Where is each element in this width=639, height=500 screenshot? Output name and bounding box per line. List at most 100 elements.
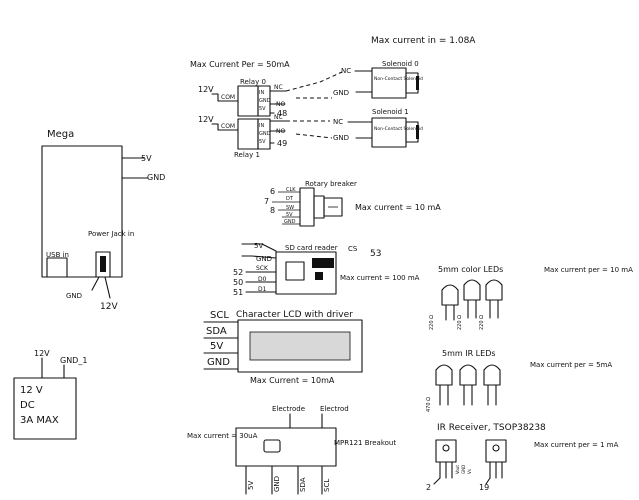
ir-leds: 5mm IR LEDs Max current per = 5mA 470 Ω <box>426 349 612 412</box>
solenoid1-nc: NC <box>333 118 343 126</box>
color-led-r2: 220 Ω <box>457 315 463 330</box>
rotary-pin7: 7 <box>264 197 269 206</box>
lcd-sda: SDA <box>206 326 227 337</box>
color-led-r3: 220 Ω <box>479 315 485 330</box>
ir-receiver-2-dome <box>492 444 500 452</box>
relay1-header <box>257 118 271 150</box>
mega-gnd-jack-label: GND <box>66 292 82 300</box>
solenoids: Max current in = 1.08A Solenoid 0 NC GND… <box>285 36 476 148</box>
rotary-pin8: 8 <box>270 206 275 215</box>
mpr121-electrode1: Electrode <box>272 405 305 413</box>
usb-label: USB in <box>46 251 69 259</box>
rotary-gnd: GND <box>284 219 296 225</box>
solenoid0-box-text: Non-Contact Solenoid <box>374 76 423 82</box>
sd-cs: CS <box>348 245 358 253</box>
mpr121-chip <box>263 439 281 453</box>
ir-led-1-legs <box>439 384 449 406</box>
relay0-5v: 5V <box>259 106 266 112</box>
supply-12v-label: 12V <box>34 349 50 358</box>
relay-module: Max Current Per = 50mA Relay 0 IN GND 5V… <box>190 60 290 159</box>
sd-pin51: 51 <box>233 288 243 297</box>
color-led-r1: 220 Ω <box>429 315 435 330</box>
sd-gnd-wire <box>241 255 277 259</box>
color-leds: 5mm color LEDs Max current per = 10 mA 2… <box>429 265 633 330</box>
ir-receiver-vs: Vs <box>467 469 472 474</box>
rotary-sw: SW <box>286 205 294 211</box>
mega-5v-label: 5V <box>141 154 152 163</box>
supply-rating-1: 12 V <box>20 385 43 396</box>
ir-led-3 <box>483 364 501 386</box>
relay1-no: NO <box>276 128 285 135</box>
sd-title: SD card reader <box>285 244 338 252</box>
ir-receiver: IR Receiver, TSOP38238 Max current per =… <box>426 423 619 492</box>
relay1-12v-wire <box>211 123 239 131</box>
relay1-com: COM <box>221 123 235 130</box>
relay1-gnd: GND <box>259 131 271 137</box>
mpr121-max-current: Max current = 30uA <box>187 432 258 440</box>
sd-d1: D1 <box>258 286 267 293</box>
color-led-3-legs <box>489 299 499 319</box>
sd-5v-wire <box>241 243 277 252</box>
relay0-12v: 12V <box>198 85 214 94</box>
relay1-in: IN <box>259 123 264 129</box>
solenoid-max-current: Max current in = 1.08A <box>371 36 476 46</box>
sd-max-current: Max current = 100 mA <box>340 274 420 282</box>
relay-max-current: Max Current Per = 50mA <box>190 60 290 69</box>
color-led-1 <box>441 284 459 306</box>
ir-led-2-legs <box>463 384 473 406</box>
rotary-shaft-base <box>313 195 325 219</box>
color-led-1-legs <box>445 304 455 321</box>
sd-pin52: 52 <box>233 268 243 277</box>
mpr121-name: MPR121 Breakout <box>334 439 396 447</box>
gnd-lead <box>91 276 100 291</box>
supply-gnd-label: GND_1 <box>60 356 87 365</box>
relay0-label: Relay 0 <box>240 78 266 86</box>
rotary-pin6: 6 <box>270 187 275 196</box>
supply-box <box>13 377 77 440</box>
mega-title: Mega <box>47 129 74 140</box>
ir-receiver-pin19: 19 <box>479 483 489 492</box>
ir-receiver-1-legs <box>439 461 453 479</box>
uv-leds-max-current: Max current per = 10 mA <box>544 266 633 274</box>
ir-receiver-pin2-lead <box>433 477 441 485</box>
solenoid1-box <box>371 117 407 148</box>
rotary-title: Rotary breaker <box>305 180 357 188</box>
relay1-label: Relay 1 <box>234 151 260 159</box>
ir-leds-title: 5mm IR LEDs <box>442 349 496 358</box>
lcd-max-current: Max Current = 10mA <box>250 376 335 385</box>
mega-12v-label: 12V <box>100 302 118 312</box>
supply-rating-3: 3A MAX <box>20 415 59 426</box>
solenoid0-tip <box>416 76 419 90</box>
relay1-pin49: 49 <box>277 139 287 148</box>
relay0-12v-wire <box>211 93 239 102</box>
ir-receiver-2-legs <box>489 461 503 479</box>
mega-board: Mega 5V GND USB in Power Jack in GND 12V <box>41 129 165 312</box>
mpr121-sda: SDA <box>299 477 307 492</box>
solenoid1-box-text: Non-Contact Solenoid <box>374 126 423 132</box>
ir-receiver-pin2: 2 <box>426 483 431 492</box>
relay0-solenoid-dash <box>285 71 343 92</box>
power-jack-label: Power Jack in <box>88 230 134 238</box>
sd-pin50: 50 <box>233 278 243 287</box>
uv-leds-title: 5mm color LEDs <box>438 265 503 274</box>
mpr121-5v: 5V <box>247 481 255 490</box>
ir-receiver-max-current: Max current per = 1 mA <box>534 441 619 449</box>
gnd1-dash <box>295 133 333 139</box>
relay1-body <box>237 118 259 150</box>
color-led-2 <box>463 279 481 301</box>
ir-led-1 <box>435 364 453 386</box>
solenoid0-nc: NC <box>341 67 351 75</box>
ir-receiver-pin19-lead <box>485 477 491 485</box>
v12-lead <box>104 276 111 299</box>
relay1-12v: 12V <box>198 115 214 124</box>
lcd-gnd: GND <box>207 357 230 368</box>
solenoid0-label: Solenoid 0 <box>382 60 419 68</box>
ir-led-3-legs <box>487 384 497 406</box>
ir-led-2 <box>459 364 477 386</box>
relay0-com: COM <box>221 94 235 101</box>
mpr121-electrode2: Electrod <box>320 405 349 413</box>
sd-component <box>315 272 323 280</box>
power-jack-barrel <box>100 256 106 272</box>
mpr121-body <box>235 427 337 467</box>
